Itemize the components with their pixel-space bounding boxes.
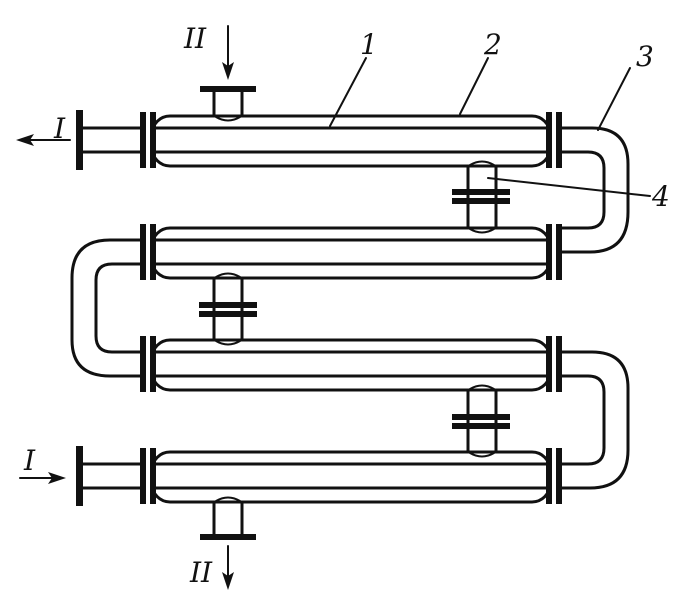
section-3 [140, 336, 562, 392]
conn-mid-flange-a [199, 302, 257, 308]
flange-l2a [140, 224, 146, 280]
u-bend-right-lower-outer [560, 350, 630, 490]
flange-r4a [546, 448, 552, 504]
section-4 [76, 446, 562, 540]
label-i-in: I [23, 444, 36, 477]
flange-l3a [140, 336, 146, 392]
conn-lower-cut-bottom [469, 452, 495, 458]
outer-pipe-1 [150, 114, 552, 168]
arrow-ii-out [222, 545, 234, 590]
outlet-i-flange [76, 110, 83, 170]
nozzle-ii-in-flange [200, 86, 256, 92]
conn-lower-flange-b [452, 423, 510, 429]
outer-pipe-2 [150, 226, 552, 280]
outer-pipe-3 [150, 338, 552, 392]
arrow-ii-in [222, 25, 234, 80]
flange-r1a [546, 112, 552, 168]
leader-3 [597, 67, 631, 131]
connector-lower [452, 384, 510, 458]
conn-lower-flange-a [452, 414, 510, 420]
flange-r2a [546, 224, 552, 280]
label-part-3: 3 [636, 40, 654, 73]
conn-lower-cut-top [469, 384, 495, 390]
flange-l4a [140, 448, 146, 504]
conn-mid-flange-b [199, 311, 257, 317]
arrow-i-out [16, 134, 71, 146]
label-part-2: 2 [483, 28, 502, 61]
conn-mid-cut-top [215, 272, 241, 278]
label-i-out: I [53, 112, 66, 145]
u-bend-left-inner [94, 262, 142, 354]
connector-4-upper [452, 160, 510, 234]
nozzle-ii-out-cut [215, 496, 241, 502]
leader-1 [329, 57, 367, 127]
flange-r3a [546, 336, 552, 392]
nozzle-ii-out-flange [200, 534, 256, 540]
u-bend-right-lower-inner [560, 374, 606, 466]
conn-mid-cut-bottom [215, 340, 241, 346]
flange-l1a [140, 112, 146, 168]
conn-upper-cut-top [469, 160, 495, 166]
arrow-i-in [19, 472, 66, 484]
label-part-1: 1 [360, 28, 378, 61]
inlet-i-flange [76, 446, 83, 506]
nozzle-ii-in-cut [215, 116, 241, 122]
conn-upper-cut-bottom [469, 228, 495, 234]
conn-upper-flange-a [452, 189, 510, 195]
flange-r2b [556, 224, 562, 280]
section-1 [76, 86, 562, 170]
flange-l2b [150, 224, 156, 280]
conn-upper-flange-b [452, 198, 510, 204]
flange-r1b [556, 112, 562, 168]
flange-l3b [150, 336, 156, 392]
outer-pipe-4 [150, 450, 552, 504]
section-2 [140, 224, 562, 280]
label-ii-out: II [189, 556, 213, 589]
connector-middle [199, 272, 257, 346]
flange-l4b [150, 448, 156, 504]
leader-2 [459, 57, 489, 115]
flange-l1b [150, 112, 156, 168]
u-bend-3-outer [560, 126, 630, 254]
flange-r4b [556, 448, 562, 504]
leader-4 [487, 177, 651, 197]
flange-r3b [556, 336, 562, 392]
label-ii-in: II [183, 22, 207, 55]
u-bend-left-outer [70, 238, 142, 378]
label-part-4: 4 [651, 180, 670, 213]
